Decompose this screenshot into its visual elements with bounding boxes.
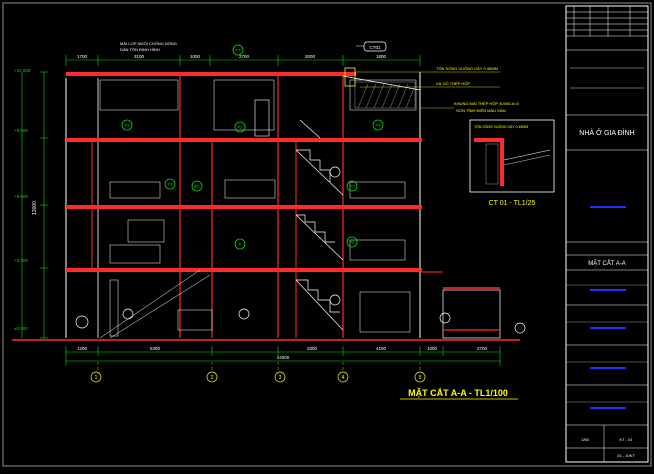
- axis-label: 3: [279, 375, 282, 381]
- note-roof-1: TÔN SÓNG VUÔNG DÀY 0.45MM: [436, 66, 498, 71]
- detail-callout-bubble: [363, 41, 387, 52]
- left-vertical-dims: [21, 71, 48, 339]
- dim-label: 1200: [77, 346, 88, 351]
- roof-canopy: [342, 67, 421, 109]
- rear-annex: [442, 289, 501, 339]
- drawing-name: MẶT CẮT A-A: [588, 259, 625, 267]
- level-mark: +12.000: [14, 68, 31, 73]
- room-tag: P2: [238, 125, 244, 130]
- level-marks: +12.000 +9.000 +6.600 +3.300 ±0.000: [14, 68, 31, 331]
- dim-label: 5300: [150, 346, 161, 351]
- dim-label: 4100: [376, 346, 387, 351]
- room-tags: P3 P2 WC P1 K P4 P5 P6 P7: [121, 44, 384, 250]
- sheet-code: KT - 01: [619, 437, 633, 442]
- room-tag: K: [239, 242, 242, 247]
- axis-label: 2: [211, 375, 214, 381]
- room-tag: P1: [168, 182, 174, 187]
- level-mark: ±0.000: [14, 326, 28, 331]
- sheet-border: [2, 2, 652, 467]
- building-section: [12, 67, 520, 341]
- room-tag: P6: [350, 240, 356, 245]
- note-roof-left: MÁI LỢP NGÓI CHỐNG NÓNG: [120, 41, 177, 46]
- ground-markers: [75, 166, 526, 334]
- note-detail-2: SƠN TĨNH ĐIỆN MÀU XÁM: [456, 108, 506, 113]
- dim-label: 2700: [239, 54, 250, 59]
- floor-slab-3: [66, 138, 422, 142]
- total-dimension: 24000: [277, 355, 290, 360]
- axis-grid: [97, 362, 421, 372]
- scale-cell: 1/50: [581, 437, 590, 442]
- room-tag: P7: [236, 48, 242, 53]
- level-mark: +3.300: [14, 258, 28, 263]
- dim-label: 1700: [77, 54, 88, 59]
- top-dimensions: [65, 55, 421, 66]
- sheet-number: 01 - 10KT: [617, 453, 635, 458]
- axis-bubble: [337, 371, 349, 383]
- room-tag: P4: [376, 123, 382, 128]
- callouts: MÁI LỢP NGÓI CHỐNG NÓNG DÀN TÔN ĐỊNH HÌN…: [120, 41, 520, 113]
- axis-label: 4: [342, 375, 345, 381]
- room-tag: P5: [350, 184, 356, 189]
- axis-bubble: [414, 371, 426, 383]
- axis-bubble: [274, 371, 286, 383]
- axis-label: 1: [95, 375, 98, 381]
- dim-label: 1000: [190, 54, 201, 59]
- detail-tag: CT01: [369, 45, 381, 50]
- note-roof-left-2: DÀN TÔN ĐỊNH HÌNH: [120, 47, 160, 52]
- dim-label: 3000: [305, 54, 316, 59]
- room-tag: P3: [125, 123, 131, 128]
- staircase: [295, 119, 344, 331]
- top-dimension-labels: 1700 3100 1000 2700 3000 1800: [77, 54, 387, 59]
- dim-label: 2700: [477, 346, 488, 351]
- bottom-dimension-labels: 1200 5300 3300 4100 1000 2700 24000: [77, 346, 488, 360]
- note-roof-2: XÀ GỒ THÉP HỘP: [436, 81, 470, 86]
- floor-slab-2: [66, 205, 422, 209]
- dim-label: 3300: [307, 346, 318, 351]
- section-caption-group: MẶT CẮT A-A - TL1/100: [400, 388, 518, 400]
- dim-label: 1800: [376, 54, 387, 59]
- dim-label: 3100: [134, 54, 145, 59]
- dim-label: 1000: [427, 346, 438, 351]
- level-mark: +9.000: [14, 128, 28, 133]
- detail-ct01: TÔN SÓNG VUÔNG DÀY 0.45MM CT 01 - TL1/25: [469, 119, 555, 207]
- axis-bubble: [206, 371, 218, 383]
- level-mark: +6.600: [14, 194, 28, 199]
- axis-bubbles: 1 2 3 4 5: [90, 371, 426, 383]
- axis-label: 5: [419, 375, 422, 381]
- detail-inner-note: TÔN SÓNG VUÔNG DÀY 0.45MM: [474, 124, 528, 129]
- bottom-dimensions: [65, 346, 501, 366]
- roof-slab: [66, 72, 356, 76]
- axis-bubble: [90, 371, 102, 383]
- height-total-label: 13000: [32, 201, 38, 215]
- room-tag: WC: [194, 184, 201, 189]
- project-name: NHÀ Ở GIA ĐÌNH: [579, 128, 634, 137]
- title-block: NHÀ Ở GIA ĐÌNH MẶT CẮT A-A 1/50 KT - 01 …: [565, 5, 649, 463]
- floor-slab-1: [66, 268, 422, 272]
- note-detail-1: KHUNG MÁI THÉP HỘP 40X80 A=0: [454, 101, 520, 106]
- section-caption: MẶT CẮT A-A - TL1/100: [408, 388, 508, 398]
- detail-caption: CT 01 - TL1/25: [489, 200, 536, 207]
